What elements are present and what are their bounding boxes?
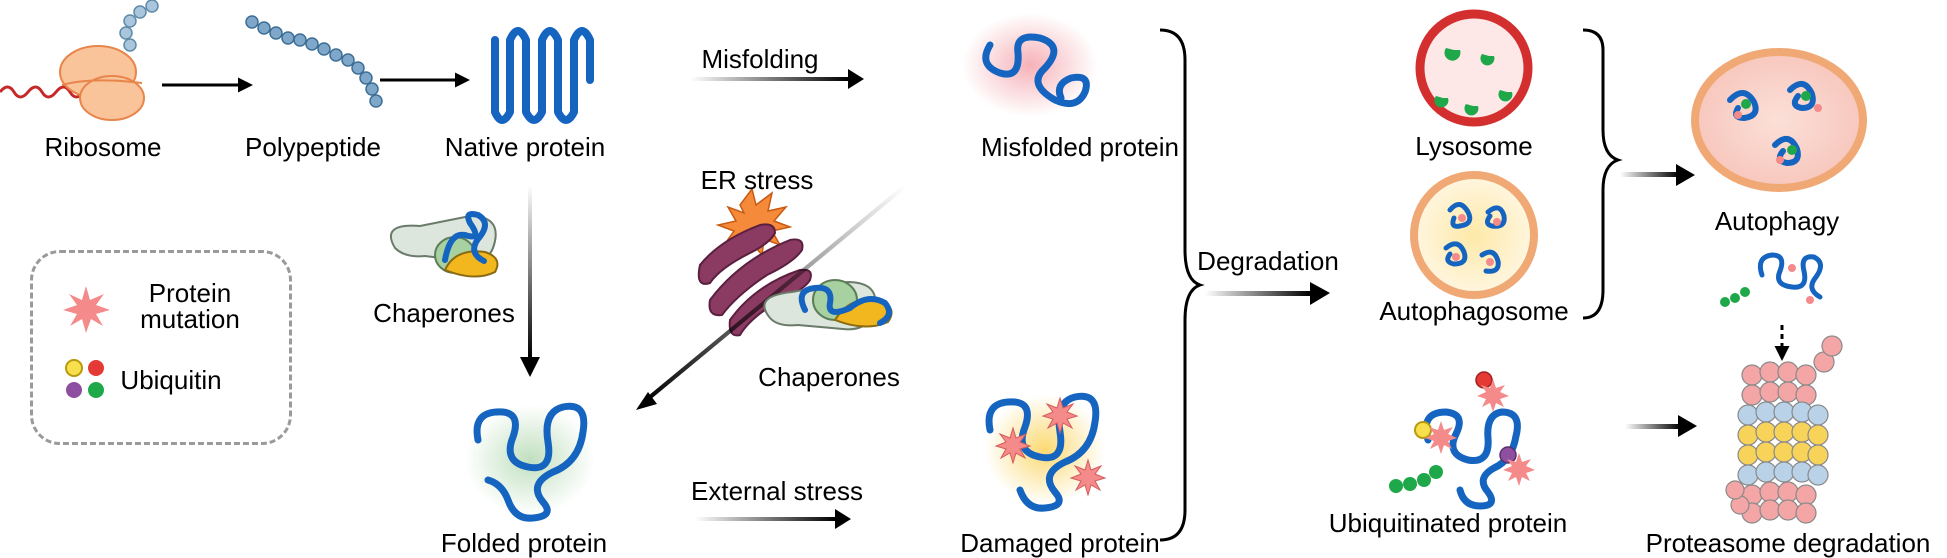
mutation-star-icon	[994, 396, 1107, 497]
label-external-stress: External stress	[691, 476, 863, 506]
arrow-misfolding-head	[848, 69, 864, 89]
arrow-external-stress-head	[835, 509, 851, 529]
chaperone-left-icon	[389, 211, 499, 278]
ubiquitinated-protein-small-icon	[1720, 252, 1823, 307]
legend-ubiquitin-icon	[65, 359, 104, 398]
arrow-external-stress	[695, 517, 835, 521]
label-chaperones-left: Chaperones	[373, 298, 515, 328]
legend-mutation-icon	[63, 286, 110, 333]
label-polypeptide: Polypeptide	[245, 132, 381, 162]
label-autophagy: Autophagy	[1714, 206, 1840, 236]
arrow-autophagy-head	[1676, 164, 1695, 186]
arrow-misfolded-to-folded-head	[636, 392, 657, 410]
lysosome-icon	[1415, 9, 1533, 127]
label-native-protein: Native protein	[444, 132, 606, 162]
ribosome-icon	[0, 0, 159, 121]
label-degradation: Degradation	[1197, 246, 1339, 276]
ubiquitinated-protein-icon	[1389, 371, 1535, 510]
degradation-brace	[1159, 28, 1205, 542]
label-misfolded-protein: Misfolded protein	[981, 132, 1179, 162]
native-protein-icon	[491, 27, 594, 124]
misfolded-protein-icon	[962, 13, 1098, 117]
legend-box	[30, 250, 292, 445]
label-ribosome: Ribosome	[44, 132, 162, 162]
arrow-autophagy	[1620, 172, 1678, 177]
arrow-proteasome	[1625, 424, 1680, 429]
polypeptide-icon	[245, 15, 383, 108]
arrow-native-to-folded-head	[520, 357, 540, 377]
label-er-stress: ER stress	[700, 165, 814, 195]
label-folded-protein: Folded protein	[440, 528, 608, 558]
label-misfolding: Misfolding	[701, 44, 819, 74]
label-damaged-protein: Damaged protein	[960, 528, 1160, 558]
legend-label-ubiquitin: Ubiquitin	[120, 365, 222, 395]
arrow-misfolding	[690, 77, 848, 81]
legend-label-protein: Protein	[148, 278, 232, 308]
proteasome-icon	[1725, 335, 1843, 524]
autophagosome-icon	[1410, 171, 1538, 299]
legend-label-mutation: mutation	[140, 304, 240, 334]
arrow-degradation-head	[1310, 282, 1330, 305]
chaperone-right-icon	[763, 279, 893, 331]
label-autophagosome: Autophagosome	[1379, 296, 1569, 326]
folded-protein-icon	[465, 402, 595, 522]
label-ubiquitinated-protein: Ubiquitinated protein	[1328, 508, 1568, 538]
label-chaperones-right: Chaperones	[758, 362, 900, 392]
autophagy-icon	[1691, 48, 1867, 192]
arrow-native-to-folded	[528, 185, 532, 357]
label-lysosome: Lysosome	[1415, 131, 1533, 161]
autophagy-brace	[1582, 28, 1623, 320]
label-proteasome-degradation: Proteasome degradation	[1645, 528, 1931, 558]
arrow-degradation	[1205, 291, 1310, 296]
arrow-proteasome-head	[1678, 415, 1697, 437]
